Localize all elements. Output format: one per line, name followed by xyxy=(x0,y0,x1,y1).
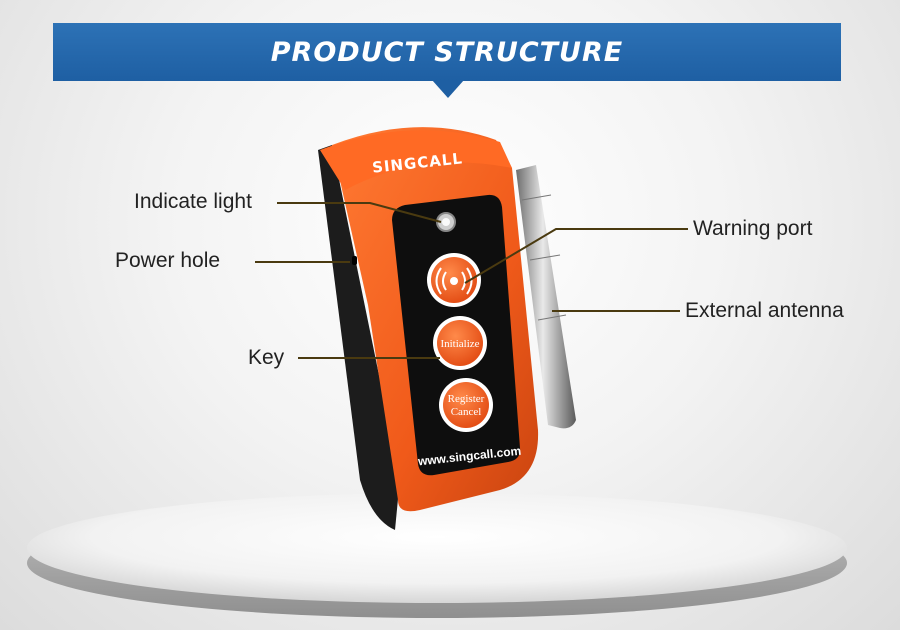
register-cancel-button: Register Cancel xyxy=(439,378,493,432)
callout-warning-port: Warning port xyxy=(693,217,813,240)
initialize-button: Initialize xyxy=(433,316,487,370)
display-pedestal xyxy=(27,493,847,618)
warning-button xyxy=(427,253,481,307)
callout-lines xyxy=(255,202,688,359)
banner-title: PRODUCT STRUCTURE xyxy=(270,36,624,68)
callout-power-hole: Power hole xyxy=(115,249,221,272)
section-banner: PRODUCT STRUCTURE xyxy=(53,23,841,81)
callout-indicate-light: Indicate light xyxy=(134,190,252,213)
register-key-label: Register xyxy=(448,393,485,405)
initialize-key-label: Initialize xyxy=(440,338,479,350)
pager-device: Initialize Register Cancel www.singcall.… xyxy=(318,127,539,530)
cancel-key-label: Cancel xyxy=(451,406,482,418)
callout-key: Key xyxy=(248,346,285,369)
callout-external-antenna: External antenna xyxy=(685,299,844,322)
power-hole xyxy=(352,256,357,265)
banner-pointer xyxy=(432,80,464,98)
external-antenna xyxy=(516,165,576,429)
